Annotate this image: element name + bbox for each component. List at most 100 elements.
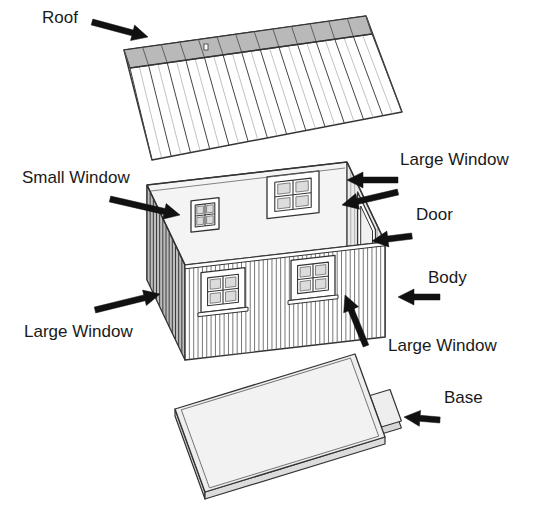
roof-seam xyxy=(124,50,130,68)
leader-arrow xyxy=(404,410,440,426)
siding-line xyxy=(341,250,342,342)
leader-arrow xyxy=(347,172,398,188)
window-pane xyxy=(316,265,326,276)
roof-seam xyxy=(198,40,204,58)
roof-ridge-band xyxy=(124,16,372,68)
roof-seam xyxy=(292,26,298,44)
roof-seam xyxy=(329,21,335,39)
front-wall xyxy=(185,242,385,360)
window-frame xyxy=(201,268,245,313)
window-sash xyxy=(275,178,311,211)
siding-line xyxy=(258,259,259,351)
leader-arrow xyxy=(344,295,369,347)
window-pane xyxy=(226,277,236,288)
roof-rib xyxy=(195,59,219,147)
siding-line xyxy=(363,247,364,339)
siding-line xyxy=(380,245,381,337)
window-frame xyxy=(291,255,335,300)
part-label: Base xyxy=(444,388,483,408)
roof-panel-line xyxy=(223,55,248,142)
window-sash xyxy=(208,274,239,306)
leader-arrow xyxy=(372,231,412,247)
window-pane xyxy=(296,195,308,206)
window-sash xyxy=(195,203,215,227)
siding-line xyxy=(376,246,377,338)
roof-rib xyxy=(177,61,201,150)
large-window-front-left xyxy=(201,268,245,313)
roof-group xyxy=(124,16,402,160)
siding-line xyxy=(169,233,170,327)
roof-vent xyxy=(204,44,208,50)
window-pane xyxy=(210,293,220,304)
leader-arrow xyxy=(94,290,160,313)
roof-panel-line xyxy=(242,52,268,138)
siding-line xyxy=(178,253,179,347)
window-pane xyxy=(316,279,326,290)
window-pane xyxy=(226,291,236,302)
roof-seam xyxy=(180,42,186,60)
wall-top-inner xyxy=(151,168,345,191)
roof-seam xyxy=(366,16,372,34)
window-pane xyxy=(207,205,214,213)
window-pane xyxy=(300,280,310,291)
roof-seam xyxy=(161,45,167,63)
roof-outline xyxy=(124,16,402,160)
window-pane xyxy=(197,217,204,225)
roof-rib xyxy=(158,64,181,154)
siding-line xyxy=(276,257,277,349)
siding-line xyxy=(371,246,372,338)
siding-line xyxy=(271,258,272,350)
siding-line xyxy=(285,256,286,348)
siding-line xyxy=(166,226,167,320)
roof-rib xyxy=(139,67,161,158)
part-label: Roof xyxy=(42,8,78,28)
part-label: Door xyxy=(416,205,453,225)
siding-line xyxy=(153,199,154,293)
window-pane xyxy=(197,206,204,214)
arrow-group xyxy=(91,19,440,426)
siding-line xyxy=(159,213,160,307)
window-pane xyxy=(278,183,290,194)
large-window-back xyxy=(267,171,319,219)
siding-line xyxy=(280,257,281,349)
siding-line xyxy=(350,249,351,341)
siding-line xyxy=(250,260,251,352)
large-window-front-right xyxy=(291,255,335,300)
window-pane xyxy=(210,279,220,290)
leader-arrow xyxy=(91,19,148,40)
roof-rib xyxy=(232,54,257,140)
roof-rib xyxy=(214,56,239,143)
part-label: Small Window xyxy=(22,168,130,188)
siding-line xyxy=(267,258,268,350)
roof-panel-line xyxy=(260,50,286,134)
siding-line xyxy=(263,259,264,351)
siding-line xyxy=(367,247,368,339)
body-group xyxy=(147,162,385,360)
roof-panel-line xyxy=(186,60,210,149)
roof-panel-line xyxy=(167,63,190,153)
roof-seam xyxy=(217,37,223,55)
roof-panel-line xyxy=(372,34,402,112)
wall-top-edge xyxy=(147,162,347,185)
roof-seam xyxy=(143,47,149,65)
siding-line xyxy=(172,239,173,333)
siding-line xyxy=(162,219,163,313)
window-sill xyxy=(198,307,248,317)
siding-line xyxy=(189,267,190,359)
leader-arrow xyxy=(109,196,180,219)
roof-seam xyxy=(310,24,316,42)
window-pane xyxy=(278,198,290,209)
window-sill xyxy=(288,295,338,305)
window-pane xyxy=(300,266,310,277)
window-pane xyxy=(207,216,214,224)
part-label: Body xyxy=(428,268,467,288)
window-frame xyxy=(191,198,219,233)
part-label: Large Window xyxy=(24,322,133,342)
roof-panel-line xyxy=(149,65,172,156)
roof-seam xyxy=(347,19,353,37)
base-group xyxy=(175,354,401,499)
roof-seam xyxy=(236,34,242,52)
base-inner-edge xyxy=(181,358,378,488)
wall-rim xyxy=(185,242,385,269)
